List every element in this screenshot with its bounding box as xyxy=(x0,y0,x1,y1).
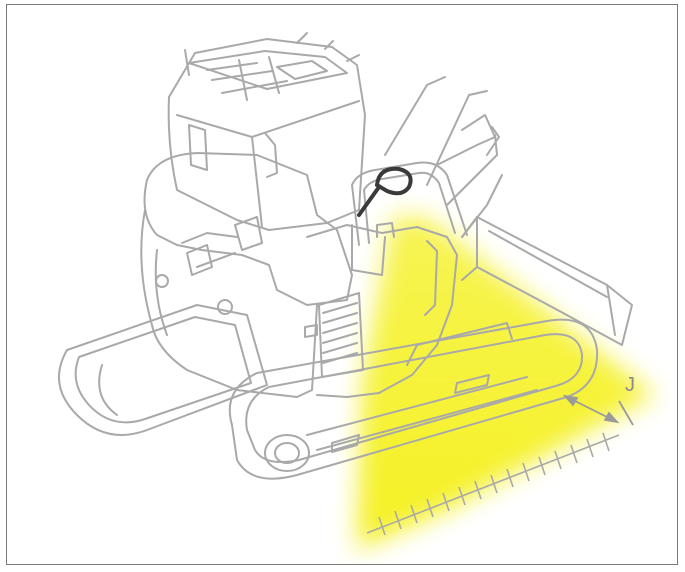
rear-view-mirror-icon xyxy=(357,166,413,217)
right-track xyxy=(228,318,599,480)
figure-frame: J xyxy=(6,4,678,565)
engine-hood xyxy=(304,222,458,398)
excavator-diagram: J xyxy=(58,32,655,550)
boom-arm xyxy=(384,76,503,238)
dozer-blade xyxy=(461,216,633,346)
dimension-label: J xyxy=(625,374,635,396)
handrail xyxy=(351,161,468,246)
operator-cab xyxy=(167,32,366,231)
ground-hatching xyxy=(366,432,620,536)
dimension-arrow xyxy=(562,394,634,426)
left-track xyxy=(58,304,268,436)
